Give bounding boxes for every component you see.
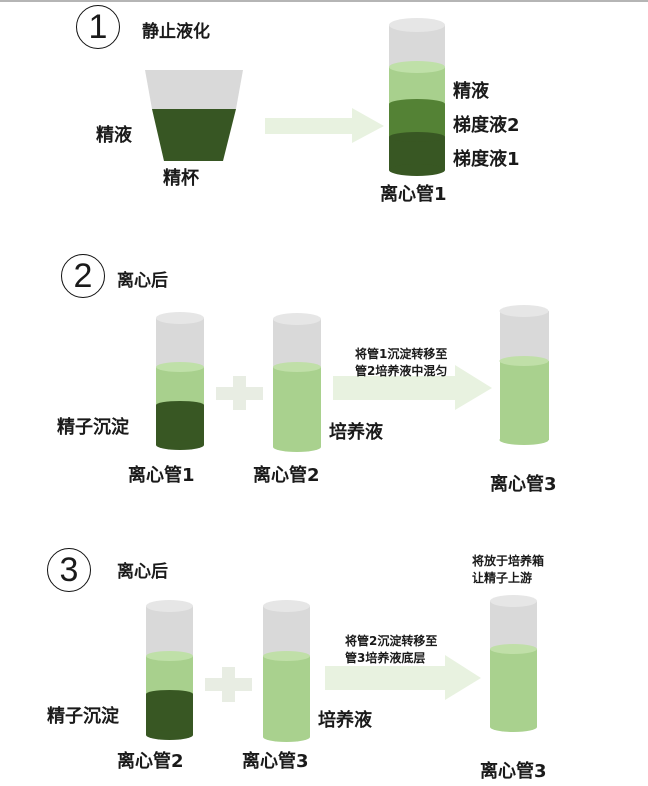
medium-label: 培养液 [318, 710, 372, 731]
semen-cup-icon [145, 70, 243, 161]
pellet-label: 精子沉淀 [57, 417, 129, 438]
note-line: 管2培养液中混匀 [355, 364, 448, 378]
step-3-title: 离心后 [117, 562, 168, 582]
top-border [0, 0, 648, 2]
step-2-title: 离心后 [117, 271, 168, 291]
centrifuge-tube-1-icon [389, 18, 445, 176]
pellet-label: 精子沉淀 [47, 706, 119, 727]
tube-1-label: 离心管1 [128, 465, 195, 486]
arrow-right-icon [333, 365, 492, 410]
note-line: 将管1沉淀转移至 [355, 347, 448, 361]
note-line: 让精子上游 [472, 571, 533, 585]
tube-3-label: 离心管3 [490, 474, 557, 495]
note-line: 将管2沉淀转移至 [345, 634, 438, 648]
centrifuge-tube-1-after-icon [156, 312, 204, 450]
layer-semen-label: 精液 [453, 81, 489, 102]
centrifuge-tube-3-final-icon [490, 595, 537, 732]
centrifuge-tube-3-icon [263, 600, 310, 742]
step-number-text: 1 [88, 8, 108, 46]
tube-3-label: 离心管3 [242, 751, 309, 772]
tube-1-label: 离心管1 [380, 184, 447, 205]
cup-liquid-label: 精液 [96, 125, 132, 146]
centrifuge-tube-2-after-icon [146, 600, 193, 740]
step-2-number: 2 [61, 254, 105, 298]
step-number-text: 2 [73, 257, 93, 295]
tube-2-label: 离心管2 [253, 465, 320, 486]
tube-2-label: 离心管2 [117, 751, 184, 772]
step-1-title: 静止液化 [142, 22, 210, 42]
plus-icon [205, 667, 252, 702]
note-line: 管3培养液底层 [345, 651, 426, 665]
centrifuge-tube-3-icon [499, 305, 549, 445]
centrifuge-tube-2-icon [273, 313, 321, 452]
tube-3-final-label: 离心管3 [480, 761, 547, 782]
arrow-right-icon [325, 655, 481, 700]
incubate-note: 将放于培养箱 让精子上游 [472, 553, 544, 587]
layer-gradient1-label: 梯度液1 [453, 149, 520, 170]
step-number-text: 3 [59, 551, 79, 589]
note-line: 将放于培养箱 [472, 554, 545, 568]
cup-label: 精杯 [163, 168, 199, 189]
step-3-number: 3 [47, 548, 91, 592]
step-1-number: 1 [76, 5, 120, 49]
transfer-note: 将管2沉淀转移至 管3培养液底层 [345, 633, 437, 667]
plus-icon [216, 376, 263, 410]
medium-label: 培养液 [329, 422, 383, 443]
transfer-note: 将管1沉淀转移至 管2培养液中混匀 [355, 346, 447, 380]
arrow-right-icon [265, 108, 384, 143]
layer-gradient2-label: 梯度液2 [453, 115, 520, 136]
